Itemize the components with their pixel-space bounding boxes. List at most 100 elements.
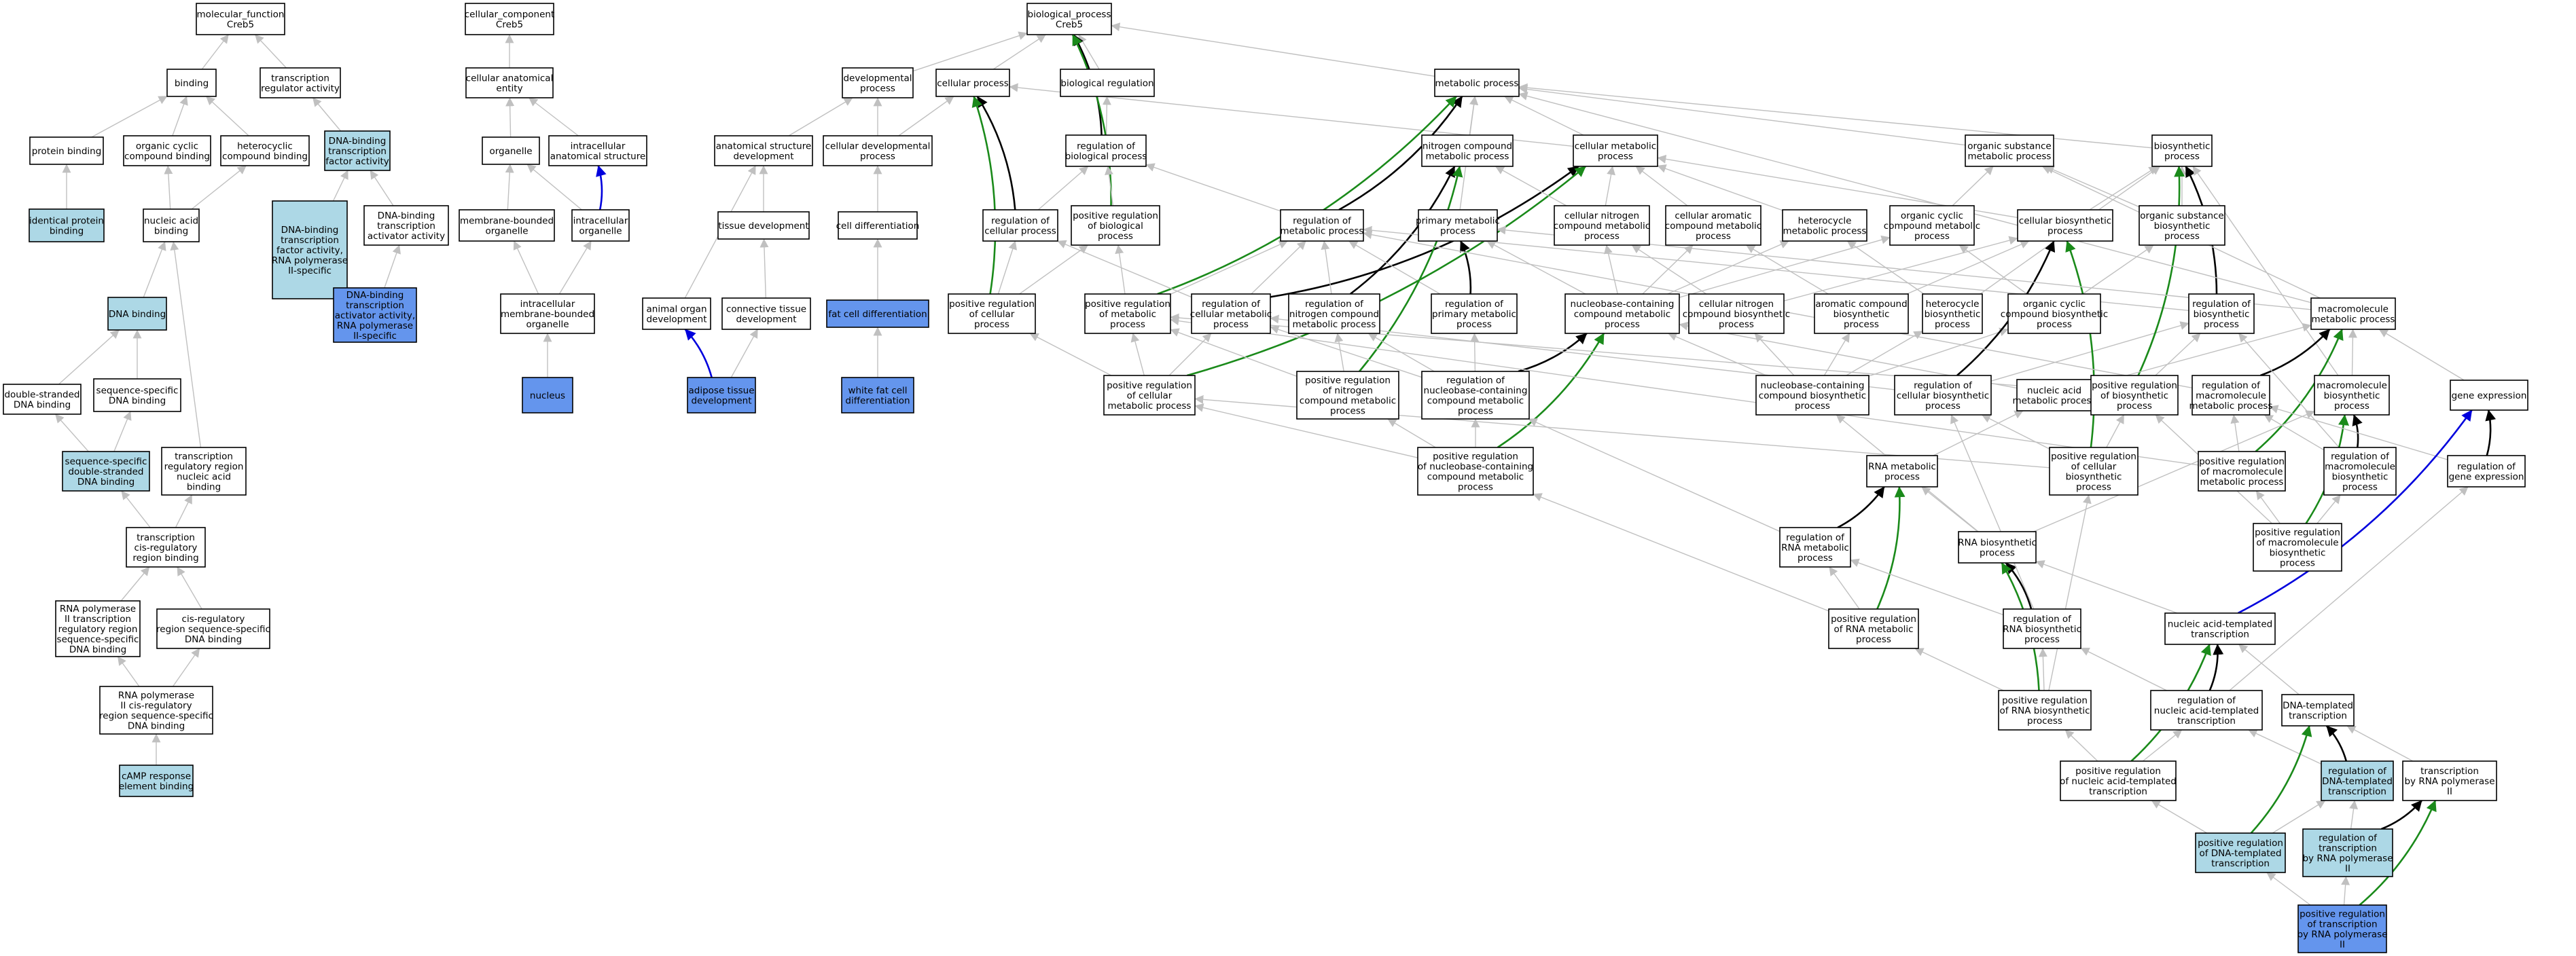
go-term-node-fcd[interactable]: fat cell differentiation xyxy=(826,299,929,328)
go-term-node-binding[interactable]: binding xyxy=(166,69,217,97)
go-term-node-dnab[interactable]: DNA binding xyxy=(107,297,167,331)
go-term-node-celldiff[interactable]: cell differentiation xyxy=(836,211,920,240)
go-term-node-protb[interactable]: protein binding xyxy=(29,136,104,165)
go-term-node-bioreg[interactable]: biological regulation xyxy=(1060,69,1155,97)
go-term-node-nucleus[interactable]: nucleus xyxy=(522,377,573,413)
go-term-node-organelle[interactable]: organelle xyxy=(482,136,540,165)
go-term-node-td[interactable]: tissue development xyxy=(717,211,810,240)
go-term-node-metp[interactable]: metabolic process xyxy=(1434,69,1520,97)
go-term-node-ge[interactable]: gene expression xyxy=(2450,380,2528,411)
